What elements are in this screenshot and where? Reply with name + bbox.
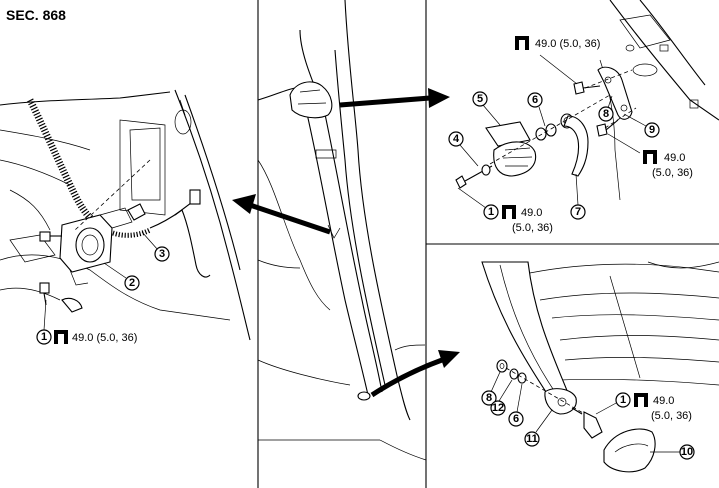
torque-top-right-lower-units: (5.0, 36) [512,222,553,234]
bolt-lower [39,282,50,306]
section-title: SEC. 868 [6,7,66,23]
retractor-body [59,207,133,286]
svg-text:2: 2 [129,277,135,289]
callout-7: 7 [570,204,586,220]
pillar-overview-panel [257,0,460,461]
torque-wrench-icon [643,150,657,164]
svg-text:1: 1 [488,206,494,218]
callout-1-top-right: 1 [483,204,499,220]
callout-5: 5 [472,91,488,107]
callout-6-top: 6 [527,92,543,108]
callout-8-top: 8 [598,106,614,122]
lower-anchor-panel: 8 12 6 11 10 1 49.0 (5. [481,261,719,473]
svg-text:1: 1 [41,331,47,343]
callout-3: 3 [154,246,170,262]
upper-anchor-panel: 5 6 4 7 8 9 49.0 [448,0,719,234]
torque-bottom-right-value: 49.0 [653,395,674,407]
svg-text:10: 10 [681,446,693,458]
svg-text:3: 3 [159,248,165,260]
callout-8-bottom: 8 [481,390,497,406]
torque-wrench-icon [502,205,516,219]
svg-text:9: 9 [649,124,655,136]
svg-text:8: 8 [486,392,492,404]
svg-text:7: 7 [575,206,581,218]
callout-12: 12 [490,400,506,416]
callout-2: 2 [124,275,140,291]
svg-text:8: 8 [603,108,609,120]
torque-wrench-icon [54,330,68,344]
retractor-panel: 2 3 1 49.0 (5.0, 36) [0,89,331,345]
svg-text:6: 6 [513,413,519,425]
svg-text:1: 1 [620,394,626,406]
svg-text:4: 4 [453,133,460,145]
panel-borders [257,0,719,488]
callout-11: 11 [524,431,540,447]
torque-wrench-icon [515,36,529,50]
callout-10: 10 [679,444,695,460]
torque-bottom-right-units: (5.0, 36) [651,410,692,422]
svg-text:6: 6 [532,94,538,106]
svg-text:5: 5 [477,93,483,105]
torque-left: 49.0 (5.0, 36) [72,332,137,344]
torque-top-right-mid-value: 49.0 [664,152,685,164]
callout-4: 4 [448,131,464,147]
callout-1-left: 1 [36,329,52,345]
torque-wrench-icon [634,393,648,407]
torque-top-right-upper: 49.0 (5.0, 36) [535,38,600,50]
bolt-upper [39,231,62,242]
torque-top-right-lower-value: 49.0 [521,207,542,219]
svg-text:11: 11 [526,433,538,445]
svg-text:12: 12 [492,402,504,414]
callout-9: 9 [644,122,660,138]
callout-1-bottom-right: 1 [615,392,631,408]
torque-top-right-mid-units: (5.0, 36) [652,167,693,179]
callout-6-bottom: 6 [508,411,524,427]
